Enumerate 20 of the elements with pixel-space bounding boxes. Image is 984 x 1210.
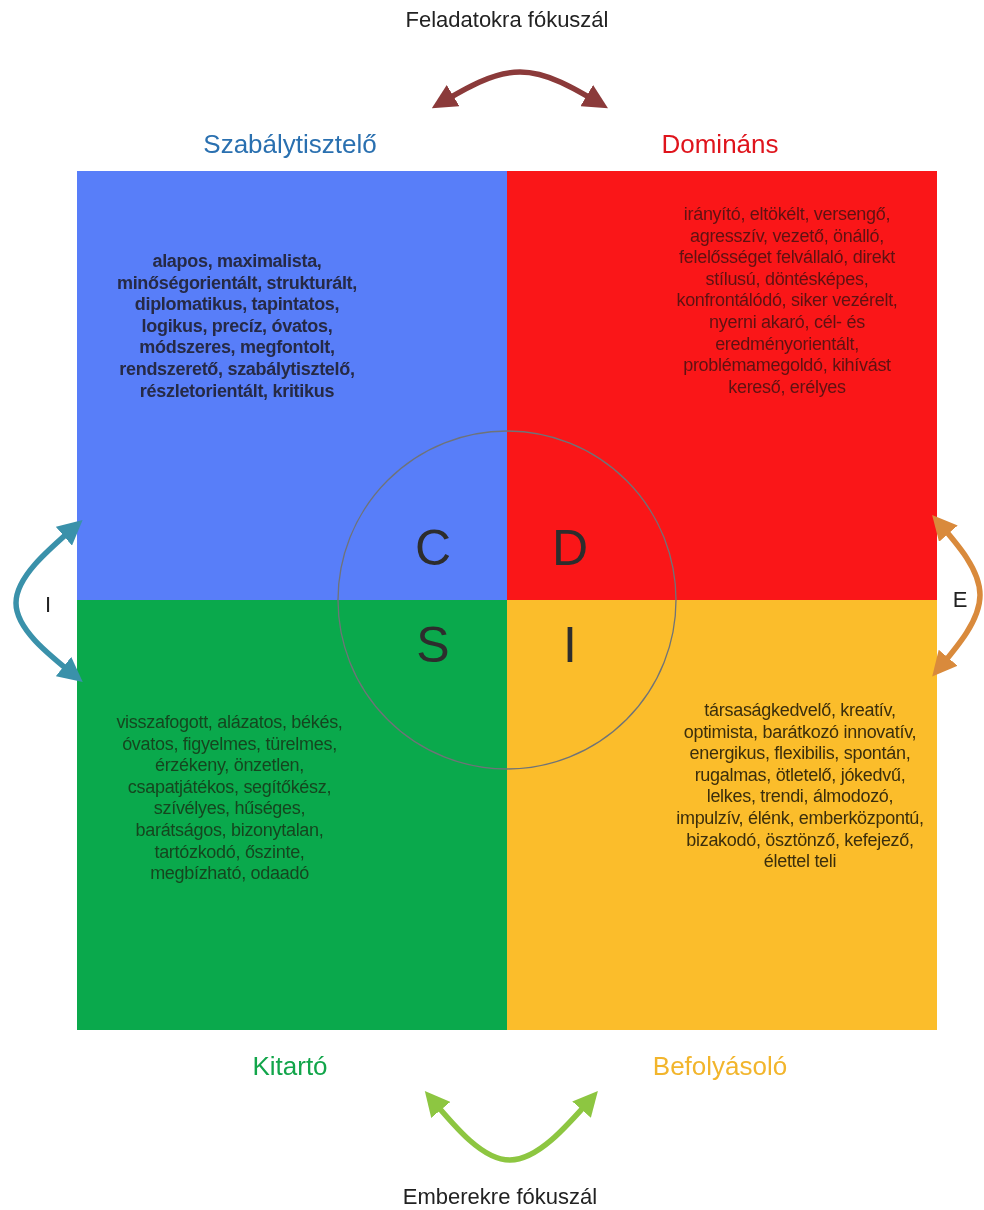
edge-label: E bbox=[952, 587, 968, 613]
quadrant-heading: Szabálytisztelő bbox=[203, 129, 377, 160]
trait-list: visszafogott, alázatos, békés, óvatos, figyelmes, türelmes, érzékeny, önzetlen, csapatjátékos, segítőkész, szívélyes, hűséges, barátságos, bizonytalan, tartózkodó, őszinte, megbízható, odaadó bbox=[107, 712, 352, 885]
edge-label: Emberekre fókuszál bbox=[402, 1184, 598, 1210]
quadrant-letter: D bbox=[551, 523, 589, 573]
edge-label: I bbox=[44, 592, 52, 618]
curved-arrow bbox=[424, 1090, 598, 1163]
quadrant-heading: Domináns bbox=[661, 129, 779, 160]
trait-list: alapos, maximalista, minőségorientált, strukturált, diplomatikus, tapintatos, logikus, precíz, óvatos, módszeres, megfontolt, rendszerető, szabálytisztelő, részletorientált, kritikus bbox=[112, 251, 362, 403]
quadrant-letter: I bbox=[563, 620, 577, 670]
quadrant-heading: Kitartó bbox=[252, 1051, 328, 1082]
quadrant-letter: S bbox=[416, 620, 450, 670]
trait-list: társaságkedvelő, kreatív, optimista, barátkozó innovatív, energikus, flexibilis, spontán, rugalmas, ötletelő, jókedvű, lelkes, trendi, álmodozó, impulzív, élénk, emberközpontú, bizakodó, ösztönző, kefejező, élettel teli bbox=[675, 700, 925, 873]
curved-arrow bbox=[932, 515, 983, 677]
quadrant-letter: C bbox=[414, 523, 452, 573]
curved-arrow bbox=[431, 69, 608, 109]
curved-arrow bbox=[13, 520, 83, 683]
edge-label: Feladatokra fókuszál bbox=[405, 7, 609, 33]
trait-list: irányító, eltökélt, versengő, agresszív, vezető, önálló, felelősséget felvállaló, direkt stílusú, döntésképes, konfrontálódó, siker vezérelt, nyerni akaró, cél- és eredményorientált, problémamegoldó, kihívást kereső, erélyes bbox=[662, 204, 912, 399]
quadrant-heading: Befolyásoló bbox=[652, 1051, 788, 1082]
